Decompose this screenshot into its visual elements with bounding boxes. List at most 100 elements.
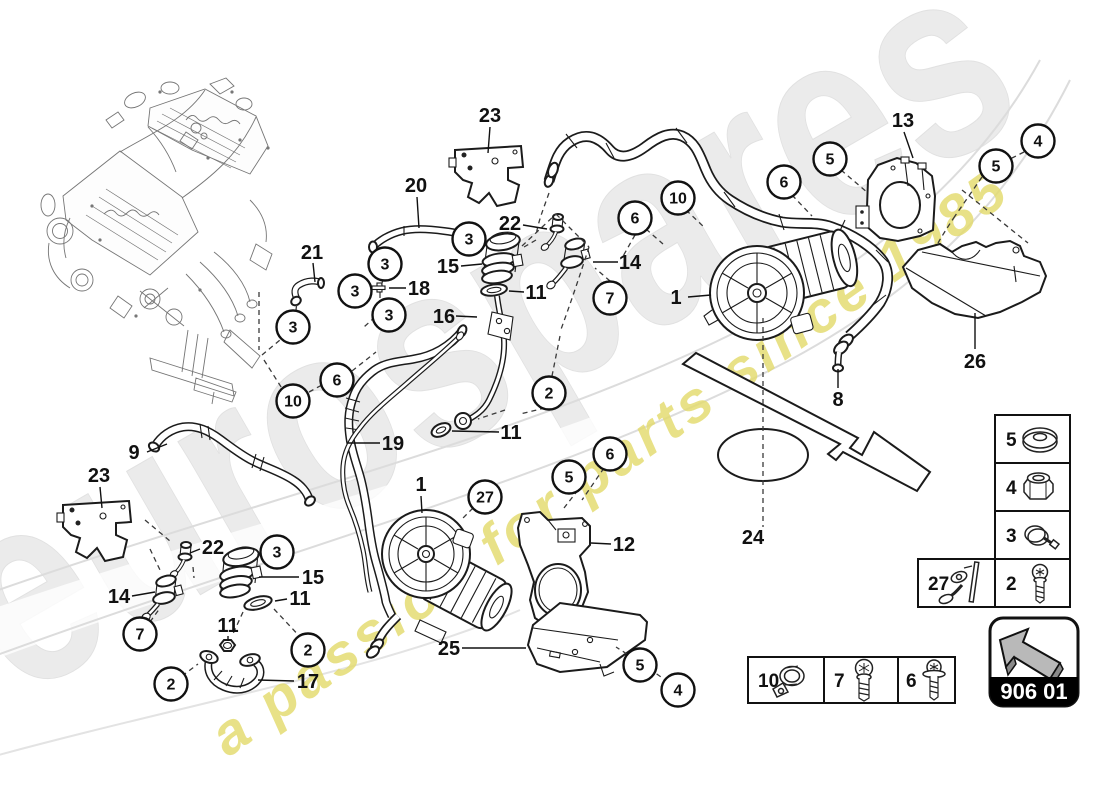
legend-cell-27[interactable]: 27 [917, 558, 996, 608]
part-number-text[interactable]: 17 [297, 671, 319, 693]
part-number-text[interactable]: 9 [128, 442, 139, 464]
callout-27[interactable]: 27 [467, 479, 503, 515]
callout-5[interactable]: 5 [551, 459, 587, 495]
part-label-17[interactable]: 17 [257, 671, 319, 693]
callout-5[interactable]: 5 [978, 148, 1014, 184]
part-number-text[interactable]: 15 [302, 567, 324, 589]
part-number-text[interactable]: 8 [832, 389, 843, 411]
part-label-9[interactable]: 9 [128, 442, 168, 464]
callout-2[interactable]: 2 [153, 666, 189, 702]
part-code-box[interactable]: 906 01 [988, 616, 1080, 708]
callout-circle[interactable] [153, 666, 189, 702]
part-number-text[interactable]: 13 [892, 110, 914, 132]
callout-circle[interactable] [592, 436, 628, 472]
part-label-20[interactable]: 20 [405, 175, 427, 229]
part-number-text[interactable]: 24 [742, 527, 765, 549]
part-label-15[interactable]: 15 [437, 256, 483, 278]
callout-circle[interactable] [551, 459, 587, 495]
legend-cell-6[interactable]: 6 [897, 656, 956, 704]
callout-5[interactable]: 5 [622, 647, 658, 683]
part-label-15[interactable]: 15 [259, 567, 324, 589]
part-number-text[interactable]: 22 [202, 537, 224, 559]
callout-3[interactable]: 3 [337, 273, 373, 309]
legend-cell-4[interactable]: 4 [994, 462, 1071, 512]
callout-circle[interactable] [122, 616, 158, 652]
callout-2[interactable]: 2 [531, 375, 567, 411]
callout-6[interactable]: 6 [617, 200, 653, 236]
part-number-text[interactable]: 1 [415, 474, 426, 496]
callout-10[interactable]: 10 [660, 180, 696, 216]
part-label-22[interactable]: 22 [499, 213, 548, 235]
callout-circle[interactable] [592, 280, 628, 316]
callout-7[interactable]: 7 [122, 616, 158, 652]
part-number-text[interactable]: 11 [525, 282, 546, 304]
callout-circle[interactable] [978, 148, 1014, 184]
callout-circle[interactable] [766, 164, 802, 200]
callout-6[interactable]: 6 [766, 164, 802, 200]
part-label-1[interactable]: 1 [415, 474, 427, 514]
callout-circle[interactable] [622, 647, 658, 683]
part-label-19[interactable]: 19 [348, 433, 404, 455]
part-number-text[interactable]: 11 [500, 422, 521, 444]
part-label-13[interactable]: 13 [892, 110, 914, 159]
callout-3[interactable]: 3 [259, 534, 295, 570]
part-number-text[interactable]: 21 [301, 242, 323, 264]
callout-3[interactable]: 3 [275, 309, 311, 345]
callout-2[interactable]: 2 [290, 632, 326, 668]
part-number-text[interactable]: 1 [670, 287, 681, 309]
callout-circle[interactable] [617, 200, 653, 236]
callout-circle[interactable] [371, 297, 407, 333]
callout-circle[interactable] [259, 534, 295, 570]
callout-4[interactable]: 4 [1020, 123, 1056, 159]
part-number-text[interactable]: 12 [613, 534, 635, 556]
part-label-1[interactable]: 1 [670, 287, 712, 309]
callout-circle[interactable] [275, 309, 311, 345]
part-label-23[interactable]: 23 [88, 465, 110, 509]
callout-circle[interactable] [290, 632, 326, 668]
part-label-22[interactable]: 22 [189, 537, 224, 559]
part-label-14[interactable]: 14 [593, 252, 642, 274]
part-label-8[interactable]: 8 [832, 369, 844, 411]
part-label-16[interactable]: 16 [433, 306, 478, 328]
part-number-text[interactable]: 20 [405, 175, 427, 197]
part-number-text[interactable]: 18 [408, 278, 430, 300]
legend-cell-5[interactable]: 5 [994, 414, 1071, 464]
part-label-11[interactable]: 11 [451, 422, 522, 444]
callout-circle[interactable] [660, 180, 696, 216]
callout-circle[interactable] [531, 375, 567, 411]
part-label-12[interactable]: 12 [590, 534, 635, 556]
callout-circle[interactable] [812, 141, 848, 177]
callout-circle[interactable] [275, 383, 311, 419]
callout-circle[interactable] [467, 479, 503, 515]
callout-3[interactable]: 3 [371, 297, 407, 333]
part-label-23[interactable]: 23 [479, 105, 501, 154]
part-number-text[interactable]: 25 [438, 638, 460, 660]
part-label-11[interactable]: 11 [217, 615, 239, 641]
part-number-text[interactable]: 22 [499, 213, 521, 235]
part-label-26[interactable]: 26 [964, 313, 986, 373]
part-label-11[interactable]: 11 [508, 282, 547, 304]
part-number-text[interactable]: 23 [479, 105, 501, 127]
part-number-text[interactable]: 14 [108, 586, 131, 608]
callout-5[interactable]: 5 [812, 141, 848, 177]
callout-3[interactable]: 3 [367, 246, 403, 282]
part-number-text[interactable]: 16 [433, 306, 455, 328]
callout-circle[interactable] [1020, 123, 1056, 159]
callout-circle[interactable] [451, 221, 487, 257]
part-number-text[interactable]: 11 [289, 588, 310, 610]
callout-circle[interactable] [337, 273, 373, 309]
part-label-24[interactable]: 24 [742, 527, 765, 549]
callout-7[interactable]: 7 [592, 280, 628, 316]
part-number-text[interactable]: 23 [88, 465, 110, 487]
part-label-18[interactable]: 18 [389, 278, 430, 300]
callout-3[interactable]: 3 [451, 221, 487, 257]
part-number-text[interactable]: 19 [382, 433, 404, 455]
part-label-11[interactable]: 11 [274, 588, 311, 610]
legend-cell-3[interactable]: 3 [994, 510, 1071, 560]
callout-4[interactable]: 4 [660, 672, 696, 708]
callout-circle[interactable] [367, 246, 403, 282]
callout-circle[interactable] [319, 362, 355, 398]
part-number-text[interactable]: 11 [217, 615, 238, 637]
callout-circle[interactable] [660, 672, 696, 708]
legend-cell-7[interactable]: 7 [823, 656, 899, 704]
